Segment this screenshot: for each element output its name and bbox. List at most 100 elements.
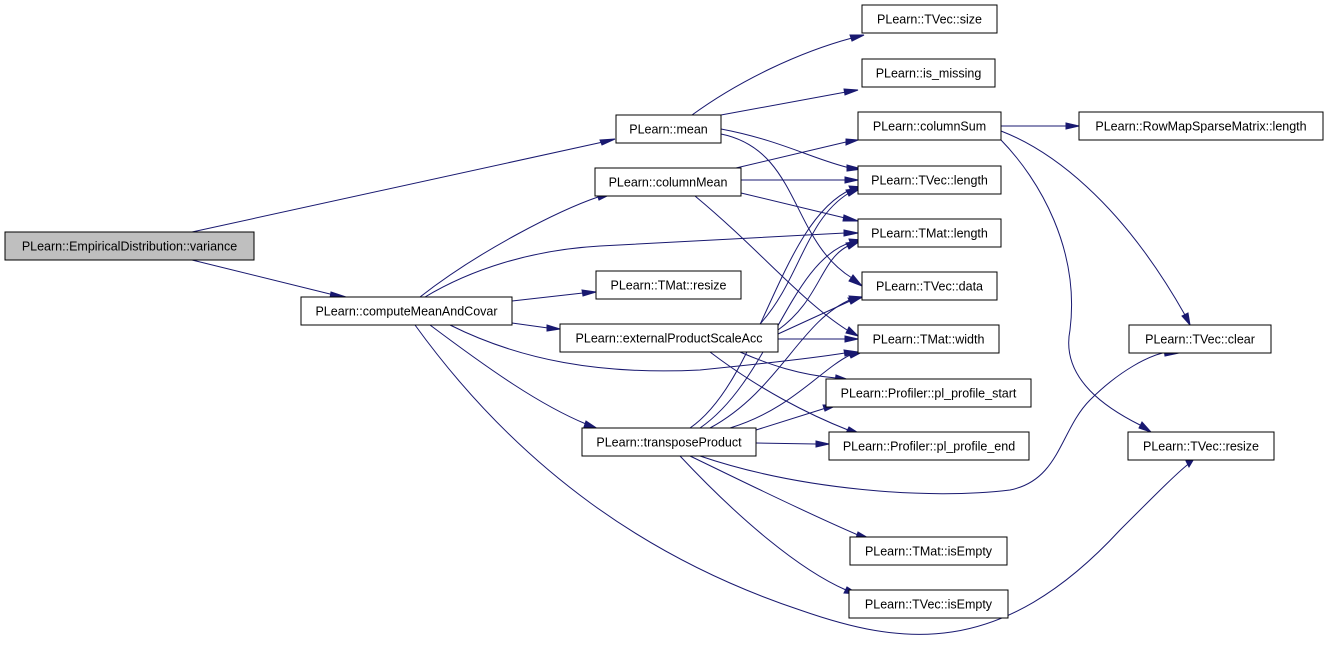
edge-variance-to-mean — [191, 138, 616, 233]
edge-line — [689, 455, 859, 536]
edge-externalProductScaleAcc-to-tmat_width — [778, 335, 859, 343]
node-is-missing[interactable]: PLearn::is_missing — [861, 58, 996, 88]
node-variance: PLearn::EmpiricalDistribution::variance — [4, 231, 255, 261]
edge-transposeProduct-to-pl_profile_start — [755, 404, 838, 431]
node-columnSum[interactable]: PLearn::columnSum — [857, 111, 1002, 141]
arrowhead-icon — [1138, 421, 1153, 434]
node-label: PLearn::TVec::resize — [1143, 440, 1259, 454]
arrowhead-icon — [848, 274, 864, 288]
edge-line — [419, 196, 599, 298]
edge-line — [679, 455, 847, 591]
edge-line — [429, 324, 587, 425]
edge-mean-to-tvec_size — [691, 34, 865, 116]
edge-columnMean-to-columnSum — [735, 138, 859, 169]
arrowhead-icon — [845, 326, 860, 337]
node-box — [857, 111, 1002, 141]
node-tmat-resize[interactable]: PLearn::TMat::resize — [595, 270, 742, 300]
node-label: PLearn::TMat::length — [871, 227, 988, 241]
node-rowmap-length[interactable]: PLearn::RowMapSparseMatrix::length — [1078, 111, 1324, 141]
node-externalProductScaleAcc[interactable]: PLearn::externalProductScaleAcc — [559, 323, 779, 353]
arrowhead-icon — [581, 289, 597, 297]
edge-line — [689, 188, 853, 429]
edge-line — [759, 192, 850, 325]
edge-transposeProduct-to-pl_profile_end — [755, 440, 830, 448]
arrowhead-icon — [844, 335, 859, 343]
node-box — [559, 323, 779, 353]
node-tmat-width[interactable]: PLearn::TMat::width — [857, 324, 1000, 354]
node-mean[interactable]: PLearn::mean — [615, 114, 722, 144]
edge-columnMean-to-tmat_width — [694, 195, 860, 337]
arrowhead-icon — [845, 138, 859, 146]
edge-transposeProduct-to-tvec_clear — [699, 348, 1180, 495]
node-box — [581, 427, 757, 457]
node-tmat-isEmpty[interactable]: PLearn::TMat::isEmpty — [849, 536, 1008, 566]
arrowhead-icon — [843, 229, 859, 237]
edge-mean-to-tvec_length — [720, 128, 863, 172]
node-label: PLearn::computeMeanAndCovar — [315, 305, 497, 319]
node-box — [857, 165, 1002, 195]
node-label: PLearn::transposeProduct — [596, 436, 742, 450]
node-columnMean[interactable]: PLearn::columnMean — [594, 167, 742, 197]
edge-columnSum-to-tvec_clear — [1000, 130, 1191, 327]
edge-line — [1000, 139, 1141, 426]
node-box — [1078, 111, 1324, 141]
edge-line — [511, 292, 584, 302]
edge-line — [720, 91, 847, 116]
node-tvec-data[interactable]: PLearn::TVec::data — [861, 271, 998, 301]
edge-externalProductScaleAcc-to-tmat_length — [777, 240, 861, 331]
node-box — [594, 167, 742, 197]
edge-line — [699, 241, 853, 429]
node-tvec-length[interactable]: PLearn::TVec::length — [857, 165, 1002, 195]
node-tvec-clear[interactable]: PLearn::TVec::clear — [1128, 324, 1272, 354]
node-computeMeanAndCovar[interactable]: PLearn::computeMeanAndCovar — [300, 296, 513, 326]
node-label: PLearn::Profiler::pl_profile_start — [841, 387, 1017, 401]
arrowhead-icon — [842, 214, 859, 222]
node-pl-profile-end[interactable]: PLearn::Profiler::pl_profile_end — [828, 431, 1030, 461]
edge-line — [414, 324, 1192, 635]
node-tvec-isEmpty[interactable]: PLearn::TVec::isEmpty — [848, 589, 1009, 619]
node-label: PLearn::mean — [629, 123, 708, 137]
node-tmat-length[interactable]: PLearn::TMat::length — [857, 218, 1002, 248]
arrowhead-icon — [844, 176, 859, 184]
node-box — [1127, 431, 1275, 461]
edge-mean-to-tvec_data — [720, 133, 864, 288]
node-box — [861, 4, 998, 34]
node-label: PLearn::columnSum — [873, 120, 986, 134]
node-label: PLearn::is_missing — [876, 67, 982, 81]
edge-externalProductScaleAcc-to-tvec_length — [759, 187, 862, 325]
edge-columnMean-to-tmat_length — [740, 192, 859, 222]
arrowhead-icon — [849, 34, 865, 42]
arrowhead-icon — [843, 88, 859, 96]
node-label: PLearn::columnMean — [609, 176, 728, 190]
node-box — [828, 431, 1030, 461]
node-label: PLearn::TVec::data — [876, 280, 983, 294]
edge-line — [740, 192, 846, 219]
node-transposeProduct[interactable]: PLearn::transposeProduct — [581, 427, 757, 457]
node-pl-profile-start[interactable]: PLearn::Profiler::pl_profile_start — [825, 378, 1032, 408]
node-label: PLearn::RowMapSparseMatrix::length — [1095, 120, 1306, 134]
node-label: PLearn::EmpiricalDistribution::variance — [22, 240, 237, 254]
edge-line — [735, 141, 847, 169]
node-box — [857, 218, 1002, 248]
edge-transposeProduct-to-tvec_isEmpty — [679, 455, 859, 595]
node-box — [300, 296, 513, 326]
node-box — [825, 378, 1032, 408]
edge-line — [720, 133, 853, 279]
node-box — [861, 271, 998, 301]
node-tvec-resize[interactable]: PLearn::TVec::resize — [1127, 431, 1275, 461]
arrowhead-icon — [546, 324, 561, 332]
edge-line — [709, 298, 853, 429]
edge-columnSum-to-rowmap_length — [1001, 122, 1080, 130]
edge-line — [755, 442, 817, 445]
edge-line — [511, 322, 549, 329]
arrowhead-icon — [1065, 122, 1080, 130]
node-tvec-size[interactable]: PLearn::TVec::size — [861, 4, 998, 34]
node-label: PLearn::Profiler::pl_profile_end — [843, 440, 1015, 454]
node-label: PLearn::TMat::isEmpty — [865, 545, 993, 559]
node-box — [595, 270, 742, 300]
node-box — [1128, 324, 1272, 354]
edge-externalProductScaleAcc-to-pl_profile_start — [739, 351, 851, 383]
edge-computeMeanAndCovar-to-columnMean — [419, 193, 612, 298]
edge-line — [1000, 130, 1186, 316]
